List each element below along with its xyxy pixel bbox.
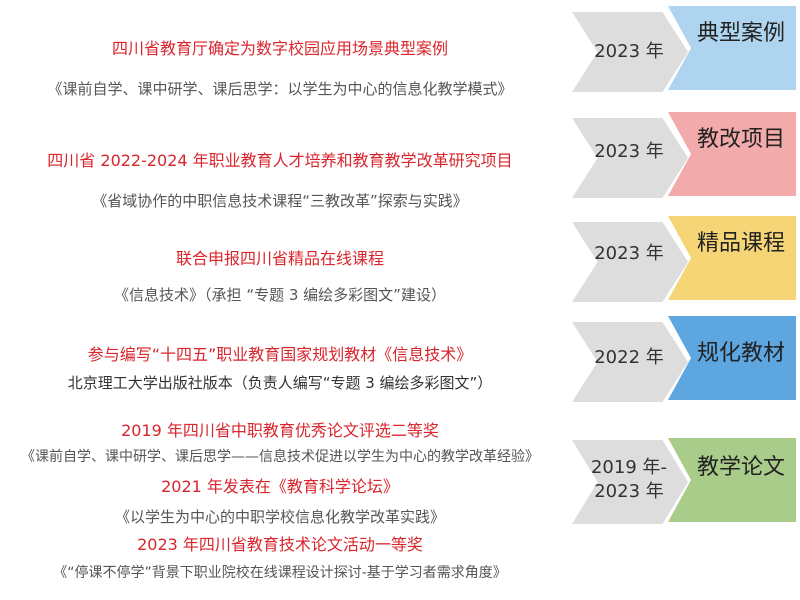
row-1-title: 四川省教育厅确定为数字校园应用场景典型案例: [111, 39, 448, 58]
row-4-subtitle: 北京理工大学出版社版本（负责人编写“专题 3 编绘多彩图文”）: [67, 374, 493, 392]
row-5-publish-2021: 2021 年发表在《教育科学论坛》: [161, 477, 399, 496]
row-4-title: 参与编写“十四五”职业教育国家规划教材《信息技术》: [87, 345, 473, 364]
row-4-year: 2022 年: [594, 347, 664, 368]
row-5-paper-2021: 《以学生为中心的中职学校信息化教学改革实践》: [114, 508, 445, 526]
row-3-title: 联合申报四川省精品在线课程: [175, 249, 384, 268]
row-1-category: 典型案例: [696, 21, 785, 46]
row-2-category: 教改项目: [696, 127, 785, 152]
row-2-title: 四川省 2022-2024 年职业教育人才培养和教育教学改革研究项目: [47, 151, 513, 170]
row-2-year: 2023 年: [594, 141, 664, 162]
row-5-award-2019: 2019 年四川省中职教育优秀论文评选二等奖: [121, 421, 439, 440]
row-4-category: 规化教材: [696, 341, 785, 366]
row-5-paper-2023: 《“停课不停学”背景下职业院校在线课程设计探讨-基于学习者需求角度》: [53, 565, 507, 581]
row-5-paper-2019: 《课前自学、课中研学、课后思学——信息技术促进以学生为中心的教学改革经验》: [21, 449, 539, 465]
row-3-category-chevron: [668, 216, 796, 300]
row-1-category-chevron: [668, 6, 796, 90]
row-3-category: 精品课程: [696, 231, 785, 256]
row-5-category: 教学论文: [696, 455, 785, 480]
row-2-category-chevron: [668, 112, 796, 196]
row-2-subtitle: 《省域协作的中职信息技术课程“三教改革”探索与实践》: [92, 192, 468, 210]
row-5-award-2023: 2023 年四川省教育技术论文活动一等奖: [137, 535, 423, 554]
row-1-year: 2023 年: [594, 41, 664, 62]
row-3-subtitle: 《信息技术》（承担 “专题 3 编绘多彩图文”建设）: [114, 286, 446, 304]
row-5-year: 2019 年- 2023 年: [590, 457, 668, 502]
row-3-year: 2023 年: [594, 243, 664, 264]
row-1-subtitle: 《课前自学、课中研学、课后思学：以学生为中心的信息化教学模式》: [47, 80, 513, 98]
